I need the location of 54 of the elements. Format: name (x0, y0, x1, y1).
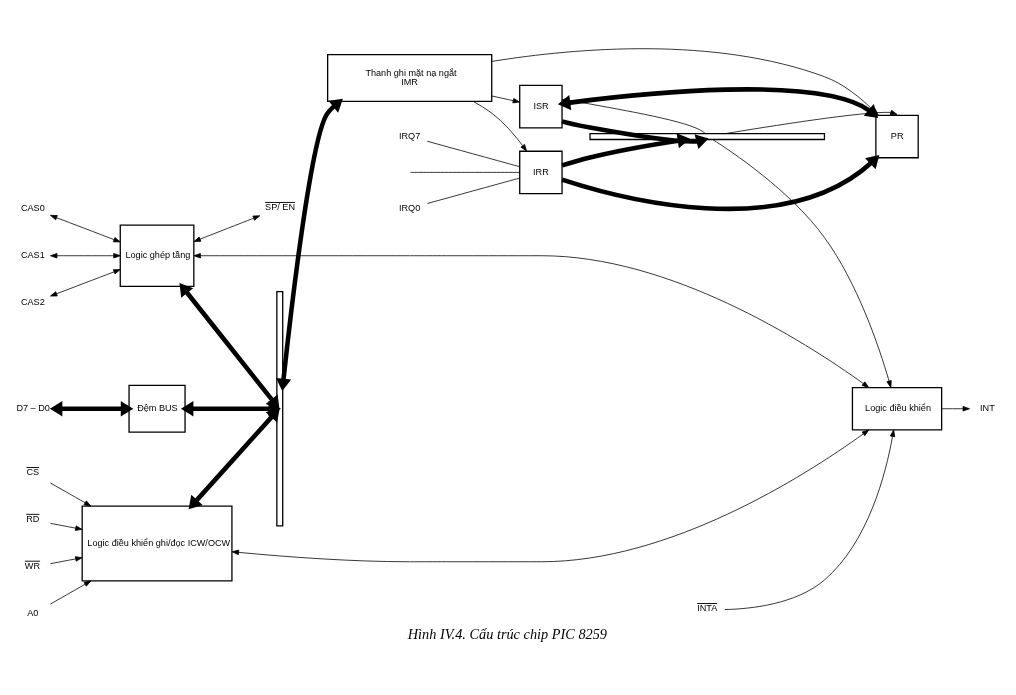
arrow (50, 482, 92, 507)
connector (410, 172, 521, 173)
node-box: IRR (519, 150, 563, 195)
arrow (491, 48, 879, 116)
arrow (561, 97, 706, 134)
arrow (561, 119, 709, 150)
node-box: Đệm BUS (128, 384, 186, 433)
arrow (561, 133, 691, 168)
arrow (188, 408, 280, 510)
node-text: INT (980, 403, 995, 414)
caption: Hình IV.4. Cấu trúc chip PIC 8259 (407, 625, 608, 642)
arrow (50, 522, 83, 531)
node-bar (589, 133, 826, 141)
node-box: Logic điều khiển (851, 386, 943, 431)
arrow (724, 429, 896, 610)
node-text: RD (26, 513, 40, 524)
arrow (712, 139, 892, 388)
arrow (50, 580, 92, 605)
connector (426, 140, 520, 168)
arrow (180, 401, 281, 417)
arrow (50, 253, 121, 259)
connector (426, 177, 520, 204)
arrow (472, 101, 527, 152)
node-text: INTA (697, 603, 718, 614)
node-text: D7 – D0 (16, 403, 50, 414)
arrow (50, 215, 121, 243)
node-box: Logic điều khiển ghi/đọc ICW/OCW (81, 505, 233, 582)
node-text: IRQ0 (398, 202, 421, 213)
arrow (231, 429, 870, 563)
node-text: CS (26, 466, 40, 477)
arrow (491, 95, 520, 104)
arrow (193, 215, 261, 242)
node-text: CAS0 (20, 203, 45, 214)
arrow (941, 406, 970, 412)
arrow (557, 87, 879, 118)
arrow (275, 98, 343, 392)
node-text: CAS2 (20, 297, 45, 308)
node-box: Logic ghép tầng (119, 224, 195, 287)
node-text: CAS1 (20, 250, 45, 261)
node-text: A0 (27, 608, 39, 619)
node-bar (276, 290, 284, 527)
arrow (724, 109, 898, 134)
node-box: PR (875, 114, 919, 159)
node-text: IRQ7 (398, 130, 421, 141)
arrow (50, 556, 83, 565)
arrow (50, 269, 121, 297)
arrow (193, 253, 870, 388)
node-box: ISR (519, 84, 563, 129)
arrow (49, 401, 134, 417)
node-text: WR (24, 560, 41, 571)
arrow (179, 283, 280, 410)
node-text: SP/ EN (265, 201, 296, 212)
arrow (561, 155, 880, 212)
node-box: Thanh ghi mặt nạ ngắt IMR (327, 53, 493, 103)
